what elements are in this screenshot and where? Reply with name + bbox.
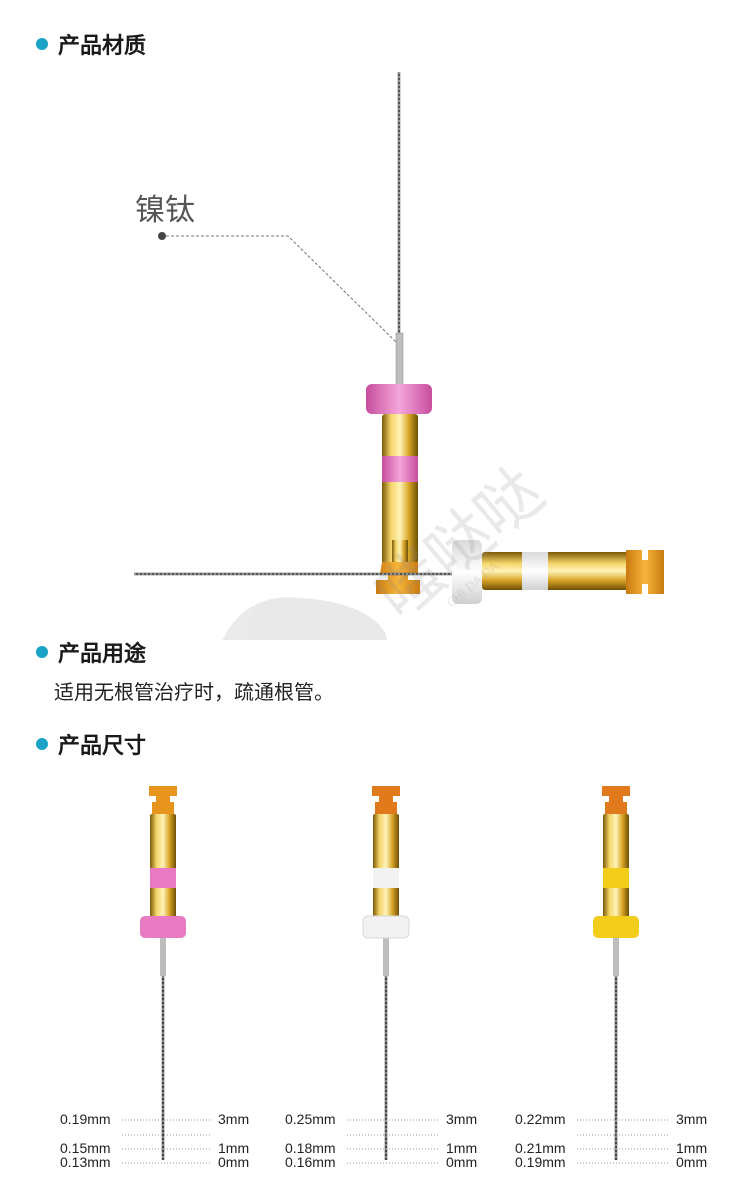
material-title-text: 产品材质 (58, 34, 147, 59)
bullet-dot-icon (36, 38, 48, 50)
length-label: 0mm (446, 1154, 477, 1170)
material-illustration: 嗤哒哒 CHI DA DA (134, 72, 664, 640)
section-title-size: 产品尺寸 (36, 728, 146, 760)
length-label: 1mm (446, 1140, 477, 1156)
diameter-label: 0.19mm (60, 1111, 111, 1127)
horizontal-file (134, 540, 664, 604)
measurement-layer: 0.19mm 3mm 0.15mm 1mm 0.13mm 0mm 0.25mm 3mm 0.18… (60, 1111, 707, 1170)
file-yellow (593, 786, 639, 1160)
length-label: 3mm (676, 1111, 707, 1127)
bullet-dot-icon (36, 738, 48, 750)
diameter-label: 0.22mm (515, 1111, 566, 1127)
size-title-text: 产品尺寸 (58, 734, 147, 759)
section-title-material: 产品材质 (36, 28, 146, 60)
usage-description: 适用无根管治疗时，疏通根管。 (54, 680, 334, 704)
section-title-usage: 产品用途 (36, 636, 146, 668)
leader-dot-icon (158, 232, 166, 240)
length-label: 3mm (446, 1111, 477, 1127)
diameter-label: 0.25mm (285, 1111, 336, 1127)
diameter-label: 0.15mm (60, 1140, 111, 1156)
diameter-label: 0.21mm (515, 1140, 566, 1156)
material-label: 镍钛 (135, 193, 195, 228)
file-pink (140, 786, 186, 1160)
bullet-dot-icon (36, 646, 48, 658)
diameter-label: 0.19mm (515, 1154, 566, 1170)
length-label: 1mm (676, 1140, 707, 1156)
usage-title-text: 产品用途 (58, 642, 147, 667)
length-label: 0mm (676, 1154, 707, 1170)
length-label: 0mm (218, 1154, 249, 1170)
leader-line (166, 235, 397, 343)
file-white (362, 786, 410, 1160)
length-label: 3mm (218, 1111, 249, 1127)
diameter-label: 0.16mm (285, 1154, 336, 1170)
length-label: 1mm (218, 1140, 249, 1156)
vertical-file (366, 72, 432, 594)
diameter-label: 0.18mm (285, 1140, 336, 1156)
diameter-label: 0.13mm (60, 1154, 111, 1170)
